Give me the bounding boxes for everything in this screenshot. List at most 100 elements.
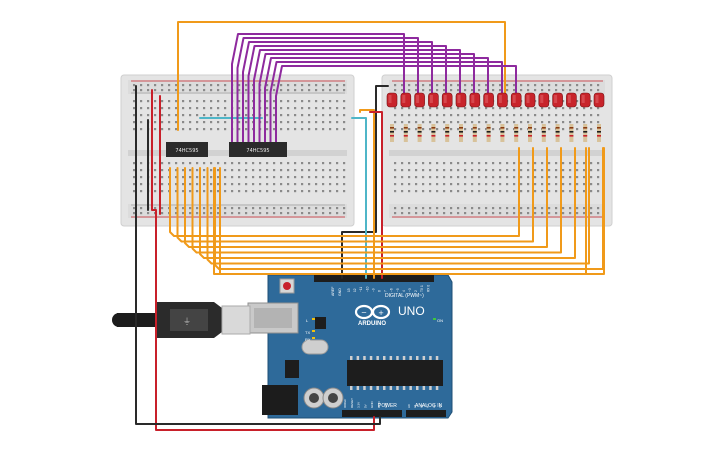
breadboard-hole <box>217 190 220 193</box>
breadboard-hole <box>280 121 283 124</box>
breadboard-hole <box>301 183 304 186</box>
arduino-logo-icon: − + <box>354 304 391 320</box>
power-pin-label: 3.3V <box>357 402 361 408</box>
breadboard-hole <box>168 107 171 110</box>
led <box>566 92 577 108</box>
reset-button-cap[interactable] <box>283 282 291 290</box>
breadboard-hole <box>154 89 157 92</box>
breadboard-hole <box>520 121 523 124</box>
breadboard-hole <box>422 183 425 186</box>
breadboard-hole <box>527 212 530 215</box>
breadboard-hole <box>245 100 248 103</box>
breadboard-hole <box>189 114 192 117</box>
usb-symbol-icon: ⏚ <box>183 317 191 326</box>
breadboard-hole <box>408 190 411 193</box>
breadboard-hole <box>513 176 516 179</box>
breadboard-hole <box>450 121 453 124</box>
breadboard-hole <box>401 121 404 124</box>
breadboard-hole <box>485 212 488 215</box>
breadboard-hole <box>457 207 460 210</box>
breadboard-hole <box>429 128 432 131</box>
breadboard-hole <box>210 84 213 87</box>
breadboard-hole <box>294 100 297 103</box>
breadboard-hole <box>224 128 227 131</box>
breadboard-hole <box>175 169 178 172</box>
breadboard-hole <box>436 84 439 87</box>
breadboard-hole <box>450 84 453 87</box>
breadboard-hole <box>415 169 418 172</box>
breadboard-hole <box>569 176 572 179</box>
breadboard-hole <box>541 183 544 186</box>
breadboard-hole <box>224 107 227 110</box>
breadboard-hole <box>429 169 432 172</box>
breadboard-hole <box>513 207 516 210</box>
breadboard-hole <box>182 128 185 131</box>
wire-orange <box>184 147 548 248</box>
breadboard-hole <box>471 207 474 210</box>
wire-gnd-black <box>135 85 381 425</box>
breadboard-hole <box>548 89 551 92</box>
breadboard-hole <box>210 89 213 92</box>
breadboard-hole <box>133 207 136 210</box>
breadboard-hole <box>443 212 446 215</box>
breadboard-hole <box>133 190 136 193</box>
breadboard-hole <box>196 100 199 103</box>
breadboard-hole <box>147 84 150 87</box>
breadboard-hole <box>415 162 418 165</box>
breadboard-hole <box>590 89 593 92</box>
breadboard-hole <box>520 176 523 179</box>
breadboard-hole <box>401 169 404 172</box>
breadboard-hole <box>210 212 213 215</box>
breadboard-hole <box>133 114 136 117</box>
breadboard-hole <box>541 207 544 210</box>
breadboard-hole <box>133 162 136 165</box>
breadboard-hole <box>499 169 502 172</box>
breadboard-hole <box>245 114 248 117</box>
breadboard-hole <box>471 107 474 110</box>
breadboard-hole <box>210 207 213 210</box>
breadboard-hole <box>506 190 509 193</box>
breadboard-hole <box>513 162 516 165</box>
power-pin-label: VIN <box>384 403 388 408</box>
breadboard-hole <box>210 121 213 124</box>
breadboard-hole <box>182 84 185 87</box>
breadboard-hole <box>154 107 157 110</box>
breadboard-hole <box>422 89 425 92</box>
breadboard-hole <box>182 169 185 172</box>
breadboard-hole <box>499 162 502 165</box>
breadboard-hole <box>527 207 530 210</box>
on-label: ON <box>437 318 443 323</box>
wire-5v-red <box>151 89 375 431</box>
breadboard-hole <box>273 207 276 210</box>
breadboard-hole <box>217 128 220 131</box>
breadboard-hole <box>534 162 537 165</box>
breadboard-hole <box>140 207 143 210</box>
breadboard-hole <box>450 207 453 210</box>
breadboard-hole <box>506 212 509 215</box>
breadboard-hole <box>513 114 516 117</box>
breadboard-hole <box>576 114 579 117</box>
breadboard-hole <box>210 114 213 117</box>
breadboard-hole <box>583 121 586 124</box>
breadboard-hole <box>196 121 199 124</box>
breadboard-hole <box>168 114 171 117</box>
breadboard-hole <box>590 176 593 179</box>
breadboard-hole <box>273 114 276 117</box>
breadboard-hole <box>436 190 439 193</box>
breadboard-hole <box>590 183 593 186</box>
breadboard-hole <box>506 207 509 210</box>
breadboard-hole <box>336 162 339 165</box>
svg-text:+: + <box>378 309 384 317</box>
breadboard-hole <box>499 183 502 186</box>
breadboard-hole <box>315 183 318 186</box>
breadboard-hole <box>140 84 143 87</box>
led <box>386 92 398 108</box>
breadboard-hole <box>287 89 290 92</box>
digital-label: DIGITAL (PWM~) <box>385 293 424 299</box>
breadboard-hole <box>287 121 290 124</box>
breadboard-hole <box>478 162 481 165</box>
breadboard-hole <box>182 190 185 193</box>
breadboard-hole <box>301 169 304 172</box>
breadboard-hole <box>287 176 290 179</box>
breadboard-hole <box>266 169 269 172</box>
